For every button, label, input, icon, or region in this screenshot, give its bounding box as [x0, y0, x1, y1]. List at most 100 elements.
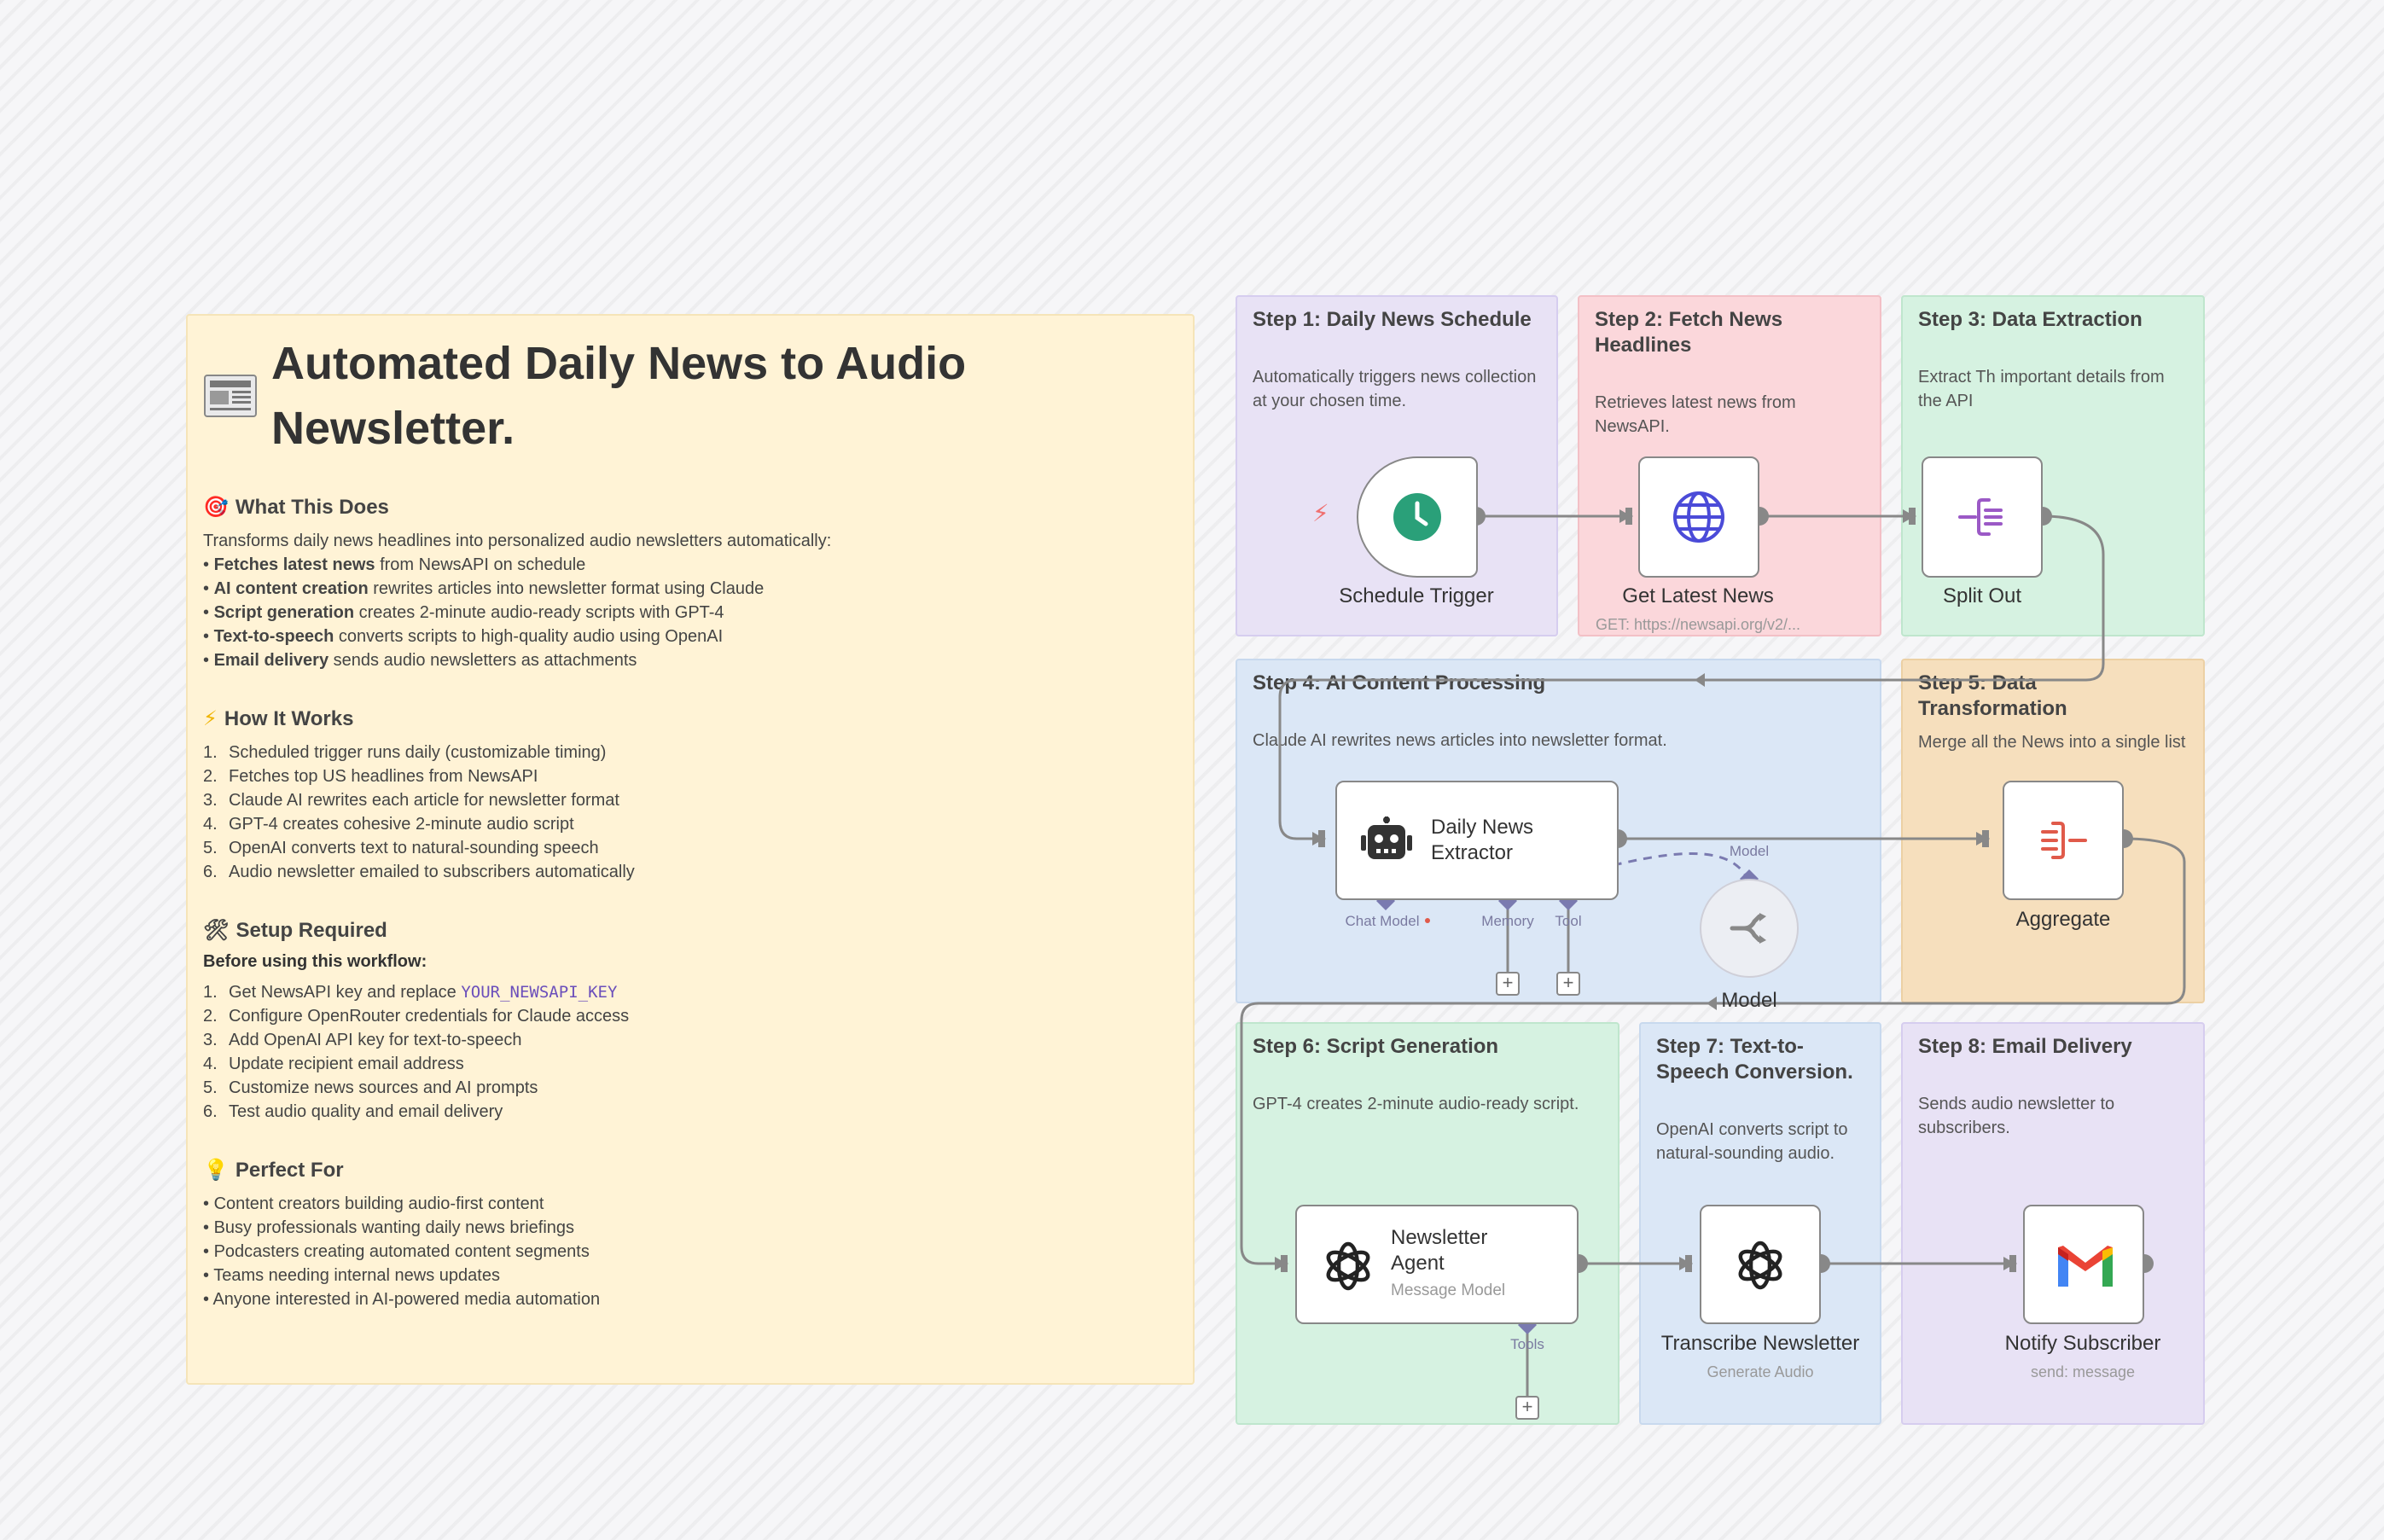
what-list: • Fetches latest news from NewsAPI on sc…: [203, 553, 1167, 672]
gmail-icon: [2058, 1246, 2113, 1287]
what-desc: Transforms daily news headlines into per…: [203, 532, 832, 550]
how-list: 1.Scheduled trigger runs daily (customiz…: [203, 741, 1167, 884]
list-item: 4.Update recipient email address: [203, 1055, 464, 1073]
aggregate-node[interactable]: [2003, 781, 2124, 900]
notify-subtitle: send: message: [2030, 1363, 2136, 1380]
newspaper-icon: [204, 375, 257, 417]
step6-title: Step 6: Script Generation: [1253, 1035, 1499, 1058]
add-tool-button[interactable]: +: [1556, 972, 1580, 996]
daily-news-extractor-node[interactable]: Daily News Extractor: [1335, 781, 1619, 900]
list-item: • Content creators building audio-first …: [203, 1194, 544, 1213]
notify-label: Notify Subscriber: [2004, 1332, 2161, 1355]
how-title: How It Works: [224, 707, 354, 730]
perfect-title: Perfect For: [235, 1159, 344, 1182]
step7-note: Step 7: Text-to-Speech Conversion. OpenA…: [1639, 1022, 1881, 1425]
list-item: 3.Add OpenAI API key for text-to-speech: [203, 1031, 522, 1049]
step3-desc: Extract Th important details from the AP…: [1918, 368, 2165, 410]
extractor-label: Daily News Extractor: [1431, 816, 1534, 864]
workflow-title: Automated Daily News to Audio Newsletter…: [203, 331, 1167, 461]
get-latest-news-url: GET: https://newsapi.org/v2/...: [1595, 616, 1801, 633]
get-latest-news-node[interactable]: [1638, 456, 1759, 578]
openai-icon: [1326, 1241, 1370, 1291]
newsletter-agent-node[interactable]: Newsletter Agent Message Model: [1295, 1205, 1579, 1324]
step4-title: Step 4: AI Content Processing: [1253, 671, 1546, 694]
step8-title: Step 8: Email Delivery: [1918, 1035, 2132, 1058]
wire-split-extractor: [1278, 514, 2105, 840]
step7-desc: OpenAI converts script to natural-soundi…: [1656, 1120, 1848, 1163]
openrouter-icon: [1730, 913, 1766, 944]
list-item: 4.GPT-4 creates cohesive 2-minute audio …: [203, 815, 574, 834]
list-item: • Anyone interested in AI-powered media …: [203, 1290, 601, 1309]
tools-port-label: Tools: [1510, 1336, 1544, 1352]
list-item: • Teams needing internal news updates: [203, 1266, 500, 1285]
chat-model-port-label: Chat Model: [1345, 913, 1420, 929]
model-port-label: Model: [1729, 843, 1770, 859]
step1-note: Step 1: Daily News Schedule Automaticall…: [1236, 295, 1558, 636]
step2-title: Step 2: Fetch News Headlines: [1595, 308, 1783, 357]
what-title: What This Does: [235, 496, 389, 519]
step6-desc: GPT-4 creates 2-minute audio-ready scrip…: [1253, 1095, 1579, 1113]
list-item: • Email delivery sends audio newsletters…: [203, 651, 637, 670]
aggregate-icon: [2041, 822, 2087, 859]
transcribe-subtitle: Generate Audio: [1707, 1363, 1814, 1380]
robot-icon: [1361, 816, 1412, 859]
intro-note: Automated Daily News to Audio Newsletter…: [186, 314, 1195, 1385]
perfect-heading: 💡 Perfect For: [203, 1158, 1167, 1183]
schedule-trigger-label: Schedule Trigger: [1339, 584, 1494, 607]
list-item: 6.Test audio quality and email delivery: [203, 1102, 503, 1121]
transcribe-newsletter-node[interactable]: [1700, 1205, 1821, 1324]
error-dot: [1425, 918, 1430, 923]
add-memory-button[interactable]: +: [1496, 972, 1520, 996]
list-item: 2.Configure OpenRouter credentials for C…: [203, 1007, 630, 1026]
split-out-label: Split Out: [1942, 584, 2022, 607]
model-node[interactable]: [1700, 879, 1799, 978]
add-tools-button[interactable]: +: [1515, 1396, 1539, 1420]
list-item: • Podcasters creating automated content …: [203, 1242, 590, 1261]
step1-desc: Automatically triggers news collection a…: [1253, 368, 1537, 410]
transcribe-label: Transcribe Newsletter: [1660, 1332, 1860, 1355]
setup-title: Setup Required: [235, 919, 387, 942]
agent-subtitle: Message Model: [1391, 1281, 1506, 1299]
step5-title: Step 5: Data Transformation: [1918, 671, 2067, 720]
schedule-trigger-node[interactable]: [1357, 456, 1478, 578]
api-key-code: YOUR_NEWSAPI_KEY: [461, 983, 618, 1002]
list-item: • AI content creation rewrites articles …: [203, 579, 765, 598]
model-label: Model: [1721, 989, 1777, 1012]
notify-subscriber-node[interactable]: [2023, 1205, 2144, 1324]
list-item: • Text-to-speech converts scripts to hig…: [203, 627, 724, 646]
arrowhead: [1707, 997, 1717, 1010]
wire-aggregate-agent: [1240, 837, 2186, 1265]
split-icon: [1958, 498, 2003, 536]
split-out-node[interactable]: [1922, 456, 2043, 578]
how-heading: ⚡ How It Works: [203, 706, 1167, 732]
globe-icon: [1673, 491, 1724, 543]
perfect-list: • Content creators building audio-first …: [203, 1192, 1167, 1311]
tool-port-label: Tool: [1555, 913, 1582, 929]
step3-title: Step 3: Data Extraction: [1918, 308, 2143, 331]
list-item: 2.Fetches top US headlines from NewsAPI: [203, 767, 538, 786]
list-item: 1.Scheduled trigger runs daily (customiz…: [203, 743, 607, 762]
arrowhead: [1695, 673, 1705, 687]
list-item: • Script generation creates 2-minute aud…: [203, 603, 724, 622]
setup-heading: 🛠 Setup Required: [203, 918, 1167, 944]
step1-title: Step 1: Daily News Schedule: [1253, 308, 1532, 331]
openai-icon: [1738, 1241, 1782, 1290]
list-item: 3.Claude AI rewrites each article for ne…: [203, 791, 619, 810]
lightning-icon: ⚡: [203, 707, 218, 730]
title-text: Automated Daily News to Audio Newsletter…: [271, 338, 967, 454]
get-latest-news-label: Get Latest News: [1622, 584, 1774, 607]
target-icon: 🎯: [203, 496, 229, 519]
list-item: 6.Audio newsletter emailed to subscriber…: [203, 863, 635, 881]
step5-desc: Merge all the News into a single list: [1918, 733, 2186, 752]
step2-desc: Retrieves latest news from NewsAPI.: [1595, 393, 1796, 436]
tools-icon: 🛠: [203, 919, 230, 942]
step8-desc: Sends audio newsletter to subscribers.: [1918, 1095, 2115, 1137]
lightbulb-icon: 💡: [203, 1159, 229, 1182]
step4-desc: Claude AI rewrites news articles into ne…: [1253, 731, 1667, 750]
clock-icon: [1393, 493, 1441, 541]
agent-label: Newsletter Agent: [1391, 1226, 1488, 1275]
list-item: 5.Customize news sources and AI prompts: [203, 1078, 538, 1097]
step7-title: Step 7: Text-to-Speech Conversion.: [1656, 1035, 1853, 1084]
setup-list: 1.Get NewsAPI key and replace YOUR_NEWSA…: [203, 980, 1167, 1124]
list-item: 5.OpenAI converts text to natural-soundi…: [203, 839, 599, 857]
